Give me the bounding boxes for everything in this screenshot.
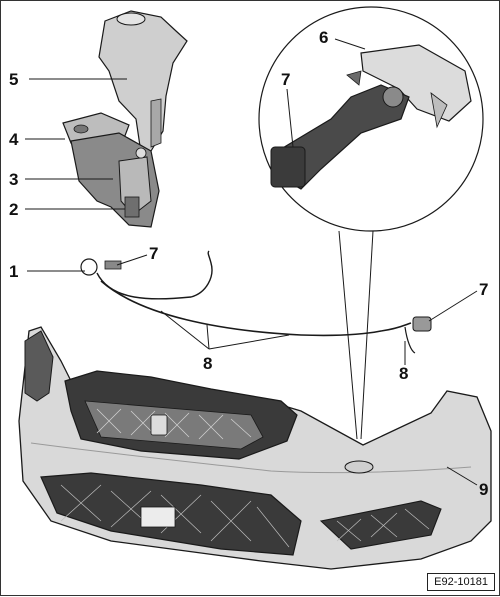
wiring-harness	[80, 250, 432, 354]
zoom-detail-circle	[258, 6, 484, 440]
callout-1: 1	[9, 262, 18, 281]
lower-grille	[40, 472, 302, 556]
callout-9: 9	[479, 480, 488, 499]
callout-labels: 1 2 3 4 5 6 7 7 7 8 8 9	[9, 28, 488, 499]
callout-3: 3	[9, 170, 18, 189]
callout-7-detail: 7	[281, 70, 290, 89]
leader-lines	[25, 38, 478, 486]
callout-7-left: 7	[149, 244, 158, 263]
callout-2: 2	[9, 200, 18, 219]
upper-grille	[64, 370, 298, 460]
callout-6: 6	[319, 28, 328, 47]
callout-5: 5	[9, 70, 18, 89]
pump-assembly	[70, 132, 160, 228]
figure-id-label: E92-10181	[427, 573, 495, 591]
headlamp-washer-cover	[344, 460, 374, 474]
callout-8-center: 8	[203, 354, 212, 373]
callout-4: 4	[9, 130, 19, 149]
callout-7-right: 7	[479, 280, 488, 299]
washer-reservoir	[98, 10, 188, 154]
callout-8-right: 8	[399, 364, 408, 383]
side-grille-right	[319, 500, 442, 550]
